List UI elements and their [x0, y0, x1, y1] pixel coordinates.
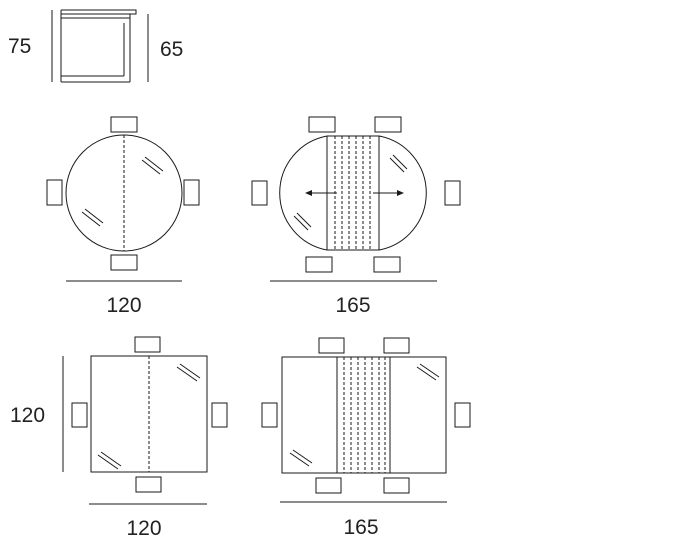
- chair-right: [454, 402, 471, 428]
- chair-left: [261, 402, 278, 428]
- round-table: 120: [46, 116, 200, 317]
- extended-rect-width-label: 165: [343, 516, 378, 539]
- chair-left: [71, 402, 88, 428]
- chair-left: [251, 180, 268, 206]
- glass-reflection-mark: [81, 156, 164, 227]
- extend-left-arrow: [305, 190, 337, 196]
- chair-top: [134, 336, 161, 353]
- chair-bottom: [110, 254, 138, 271]
- square-table-depth-label: 120: [10, 404, 45, 427]
- extension-leaf-dashes: [334, 136, 371, 250]
- chair-right: [211, 402, 228, 428]
- side-view-height-label: 75: [8, 35, 31, 58]
- chair-bottom-right: [383, 477, 410, 494]
- square-table: 120 120: [10, 336, 228, 540]
- glass-reflection-mark: [293, 154, 408, 231]
- chair-top-left: [308, 116, 336, 133]
- glass-reflection-mark: [97, 363, 201, 470]
- chair-top-left: [318, 337, 345, 354]
- chair-bottom-left: [305, 256, 333, 273]
- extended-rect-table-top: [281, 356, 447, 474]
- extended-round-width-label: 165: [335, 294, 370, 317]
- rect-table-extended: 165: [261, 337, 471, 539]
- glass-reflection-mark: [289, 363, 440, 467]
- square-table-width-label: 120: [126, 517, 161, 540]
- chair-right: [444, 180, 461, 206]
- round-table-width-label: 120: [106, 294, 141, 317]
- extended-round-table-top: [279, 135, 427, 251]
- extend-right-arrow: [373, 190, 404, 196]
- chair-left: [46, 179, 63, 206]
- round-table-extended: 165: [251, 116, 461, 317]
- chair-bottom-left: [315, 477, 342, 494]
- chair-top-right: [374, 116, 402, 133]
- chair-bottom-right: [373, 256, 401, 273]
- chair-right: [183, 179, 200, 206]
- chair-bottom: [135, 476, 162, 493]
- side-view-inner-height-label: 65: [160, 38, 183, 61]
- side-view: 75 65: [8, 9, 183, 83]
- chair-top-right: [383, 337, 410, 354]
- chair-top: [110, 116, 138, 133]
- extension-leaf-dashes: [343, 357, 386, 473]
- side-view-table-profile: [60, 9, 137, 83]
